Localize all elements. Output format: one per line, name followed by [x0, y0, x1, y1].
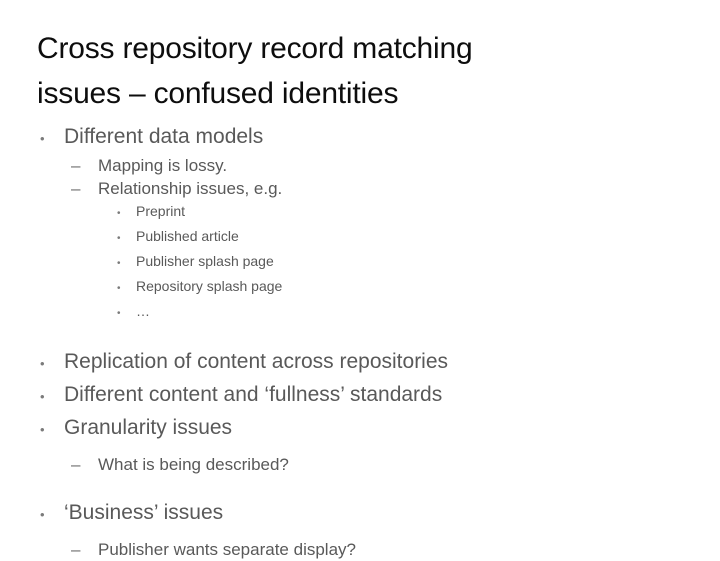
slide-title-line-1: Cross repository record matching [37, 32, 473, 65]
bullet-marker-level3-icon: • [117, 208, 121, 219]
bullet-item: • Granularity issues [0, 412, 720, 445]
bullet-item: • Preprint [0, 200, 720, 225]
slide-body: • Different data models – Mapping is los… [0, 121, 720, 561]
bullet-group-2: • Replication of content across reposito… [0, 346, 720, 476]
bullet-marker-level1-icon: • [40, 389, 45, 404]
slide-title: Cross repository record matching issues … [37, 26, 637, 116]
bullet-text: Preprint [136, 203, 186, 219]
bullet-text: Mapping is lossy. [98, 156, 228, 175]
bullet-marker-level3-icon: • [117, 283, 121, 294]
bullet-marker-level1-icon: • [40, 507, 45, 522]
bullet-item: • … [0, 300, 720, 325]
bullet-text: What is being described? [98, 455, 289, 474]
bullet-item: – Publisher wants separate display? [0, 538, 720, 561]
bullet-marker-level3-icon: • [117, 233, 121, 244]
bullet-text: Granularity issues [64, 416, 233, 439]
bullet-text: ‘Business’ issues [64, 501, 224, 524]
bullet-item: • Replication of content across reposito… [0, 346, 720, 379]
bullet-item: – Mapping is lossy. [0, 154, 720, 177]
bullet-group-3: • ‘Business’ issues – Publisher wants se… [0, 497, 720, 561]
bullet-item: • Repository splash page [0, 275, 720, 300]
bullet-text: … [136, 303, 150, 319]
bullet-item: • Published article [0, 225, 720, 250]
slide: Cross repository record matching issues … [37, 26, 637, 559]
bullet-marker-level2-icon: – [71, 540, 81, 559]
bullet-text: Repository splash page [136, 278, 283, 294]
bullet-text: Publisher wants separate display? [98, 540, 356, 559]
slide-title-line-2: issues – confused identities [37, 77, 399, 110]
bullet-item: – Relationship issues, e.g. [0, 177, 720, 200]
bullet-item: • Different content and ‘fullness’ stand… [0, 379, 720, 412]
bullet-text: Publisher splash page [136, 253, 274, 269]
bullet-text: Relationship issues, e.g. [98, 179, 283, 198]
bullet-marker-level2-icon: – [71, 156, 81, 175]
bullet-item: • Different data models [0, 121, 720, 154]
bullet-group-1: • Different data models – Mapping is los… [0, 121, 720, 325]
bullet-marker-level1-icon: • [40, 356, 45, 371]
bullet-marker-level2-icon: – [71, 455, 81, 474]
bullet-marker-level2-icon: – [71, 179, 81, 198]
bullet-item: • ‘Business’ issues [0, 497, 720, 530]
bullet-item: • Publisher splash page [0, 250, 720, 275]
bullet-marker-level3-icon: • [117, 308, 121, 319]
bullet-marker-level1-icon: • [40, 422, 45, 437]
bullet-marker-level1-icon: • [40, 131, 45, 146]
bullet-text: Published article [136, 228, 239, 244]
bullet-text: Different content and ‘fullness’ standar… [64, 383, 443, 406]
bullet-item: – What is being described? [0, 453, 720, 476]
bullet-text: Replication of content across repositori… [64, 350, 449, 373]
bullet-marker-level3-icon: • [117, 258, 121, 269]
bullet-text: Different data models [64, 125, 264, 148]
